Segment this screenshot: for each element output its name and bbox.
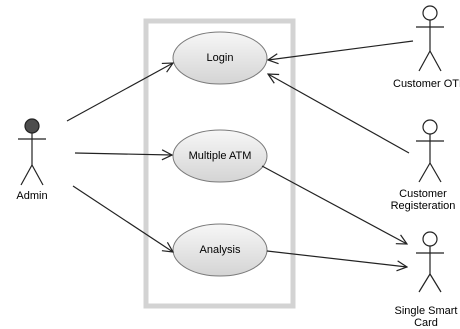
customer-otp-label: Customer OTP	[393, 78, 460, 90]
customer-otp-actor-icon	[416, 5, 444, 72]
single-smart-card-actor-icon	[416, 231, 444, 293]
admin-actor-icon	[18, 118, 46, 186]
customer-registration-label-line2: Registeration	[390, 200, 456, 212]
association-multiple-atm-single-smart-card	[261, 165, 407, 244]
association-admin-analysis	[72, 185, 173, 252]
customer-registration-label-line1: Customer	[399, 188, 447, 200]
admin-label: Admin	[16, 190, 48, 202]
system-boundary	[143, 18, 296, 309]
association-customer-otp-login	[268, 40, 414, 60]
single-smart-card-label-line2: Card	[414, 317, 438, 329]
single-smart-card-label-line1: Single Smart	[394, 305, 458, 317]
association-admin-login	[66, 63, 173, 122]
association-analysis-single-smart-card	[266, 250, 407, 267]
use-case-login-label: Login	[206, 52, 234, 64]
use-case-analysis-label: Analysis	[199, 244, 241, 256]
customer-registration-actor-icon	[416, 119, 444, 183]
use-case-multiple-atm-label: Multiple ATM	[188, 150, 252, 162]
association-admin-multiple-atm	[74, 153, 172, 155]
association-customer-registration-login	[268, 74, 410, 154]
